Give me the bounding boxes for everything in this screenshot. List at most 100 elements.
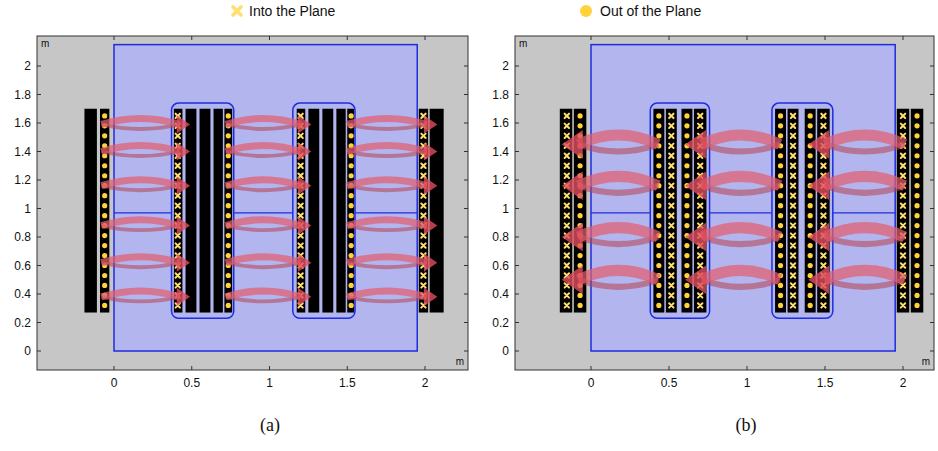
current-into-plane <box>669 174 673 178</box>
current-into-plane <box>176 193 180 197</box>
current-out-of-plane <box>808 293 813 298</box>
domain-boundary <box>114 212 172 213</box>
x-tick-label: 0 <box>588 377 595 389</box>
current-into-plane <box>791 174 795 178</box>
current-into-plane <box>669 273 673 277</box>
y-tick-label: 1 <box>502 203 509 215</box>
current-into-plane <box>669 193 673 197</box>
legend-dot-symbol <box>580 5 592 17</box>
winding-bar <box>224 109 232 313</box>
current-into-plane <box>901 303 905 307</box>
field-arrow-back <box>226 226 301 231</box>
current-out-of-plane <box>808 123 813 128</box>
current-out-of-plane <box>684 293 689 298</box>
legend-text: Out of the Plane <box>600 4 701 18</box>
y-tick <box>515 351 934 352</box>
current-out-of-plane <box>914 113 919 118</box>
current-out-of-plane <box>684 123 689 128</box>
current-into-plane <box>791 213 795 217</box>
current-out-of-plane <box>684 173 689 178</box>
current-out-of-plane <box>778 153 783 158</box>
x-tick <box>591 36 592 370</box>
current-into-plane <box>791 203 795 207</box>
y-tick <box>515 322 934 323</box>
field-arrow-back <box>702 237 780 244</box>
current-into-plane <box>669 154 673 158</box>
y-tick <box>515 66 934 67</box>
current-into-plane <box>821 114 825 118</box>
field-arrow <box>101 118 179 124</box>
current-out-of-plane <box>102 303 107 308</box>
air-domain <box>114 45 417 351</box>
field-arrow <box>226 291 301 297</box>
field-arrow <box>702 228 780 237</box>
current-out-of-plane <box>914 273 919 278</box>
y-tick <box>37 123 468 124</box>
current-out-of-plane <box>656 303 661 308</box>
field-arrow-back <box>702 186 780 193</box>
current-out-of-plane <box>914 193 919 198</box>
current-out-of-plane <box>656 243 661 248</box>
field-arrow <box>825 135 905 144</box>
current-into-plane <box>421 243 425 247</box>
current-into-plane <box>821 293 825 297</box>
current-out-of-plane <box>684 163 689 168</box>
winding-bar <box>200 109 211 313</box>
y-tick-label: 2 <box>502 60 509 72</box>
current-out-of-plane <box>656 173 661 178</box>
current-out-of-plane <box>808 263 813 268</box>
x-tick <box>825 36 826 370</box>
legend-cross-symbol <box>233 7 241 15</box>
current-into-plane <box>901 253 905 257</box>
coil-boundary <box>650 103 709 318</box>
field-arrow <box>347 118 427 124</box>
current-out-of-plane <box>684 223 689 228</box>
current-out-of-plane <box>349 113 354 118</box>
unit-label: m <box>922 357 930 367</box>
current-into-plane <box>791 263 795 267</box>
arrow-head <box>177 142 190 160</box>
current-into-plane <box>698 124 702 128</box>
current-into-plane <box>298 283 302 287</box>
y-tick-label: 1.6 <box>492 117 509 129</box>
current-out-of-plane <box>684 133 689 138</box>
current-out-of-plane <box>914 293 919 298</box>
current-out-of-plane <box>684 253 689 258</box>
current-into-plane <box>791 164 795 168</box>
field-arrow-back <box>101 186 179 191</box>
current-into-plane <box>791 293 795 297</box>
current-into-plane <box>565 213 569 217</box>
field-arrow <box>825 176 905 185</box>
current-out-of-plane <box>914 143 919 148</box>
field-arrow-back <box>347 263 427 268</box>
field-arrow <box>226 220 301 226</box>
current-into-plane <box>565 243 569 247</box>
field-arrow <box>347 291 427 297</box>
field-arrow-back <box>347 297 427 302</box>
y-tick-label: 0.6 <box>492 260 509 272</box>
current-out-of-plane <box>349 283 354 288</box>
arrow-head <box>298 142 311 160</box>
current-into-plane <box>698 203 702 207</box>
current-into-plane <box>901 174 905 178</box>
current-out-of-plane <box>914 283 919 288</box>
y-tick-label: 1.8 <box>14 89 31 101</box>
current-out-of-plane <box>226 113 231 118</box>
domain-boundary <box>833 212 895 213</box>
current-out-of-plane <box>656 153 661 158</box>
field-arrow-back <box>578 186 658 193</box>
y-tick <box>37 237 468 238</box>
y-tick <box>515 123 934 124</box>
current-into-plane <box>421 283 425 287</box>
current-into-plane <box>791 124 795 128</box>
field-arrow-back <box>825 280 905 287</box>
arrow-head <box>562 130 583 159</box>
arrow-head <box>298 115 311 133</box>
current-into-plane <box>791 303 795 307</box>
x-tick <box>747 36 748 370</box>
current-out-of-plane <box>778 163 783 168</box>
current-out-of-plane <box>914 213 919 218</box>
x-tick <box>269 36 270 370</box>
x-tick-label: 0.5 <box>183 377 200 389</box>
